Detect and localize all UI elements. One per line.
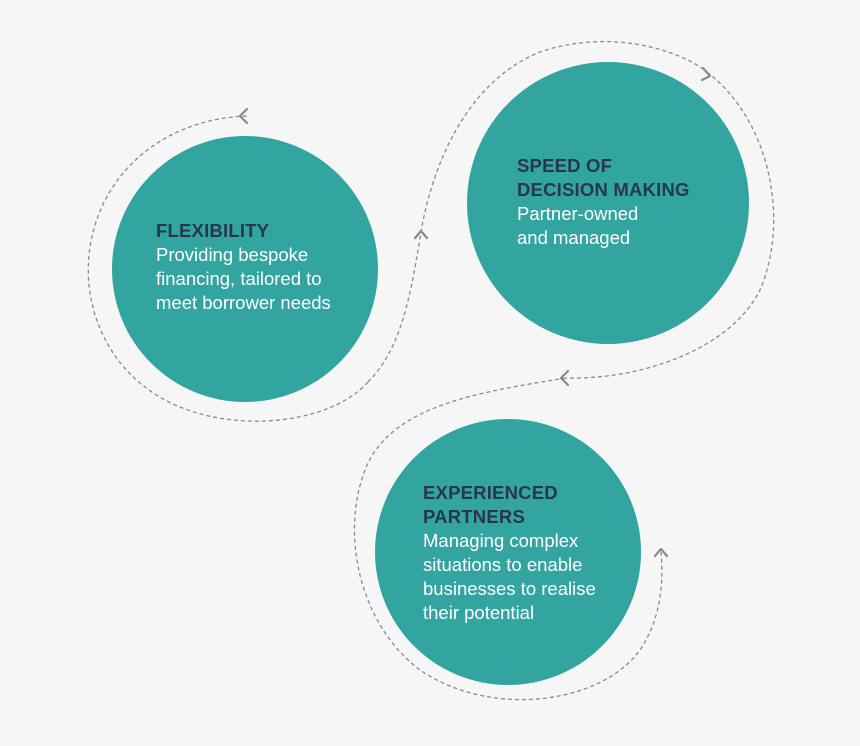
- flexibility-label: FLEXIBILITY Providing bespoke financing,…: [156, 219, 331, 315]
- experienced-line-1: Managing complex: [423, 530, 579, 551]
- experienced-partners-label: EXPERIENCED PARTNERS Managing complex si…: [423, 481, 596, 625]
- flexibility-line-3: meet borrower needs: [156, 292, 331, 313]
- connector-flexibility-to-speed: [367, 40, 708, 383]
- arrowhead-flexibility: [238, 107, 249, 125]
- connector-arc-speed: [565, 71, 775, 379]
- experienced-line-4: their potential: [423, 602, 535, 623]
- arrowhead-experienced: [653, 547, 669, 558]
- flexibility-line-1: Providing bespoke: [156, 244, 309, 265]
- experienced-title-line-2: PARTNERS: [423, 506, 525, 527]
- experienced-partners-circle: [375, 419, 641, 685]
- experienced-line-2: situations to enable: [423, 554, 583, 575]
- arrowhead-below-speed: [559, 369, 570, 387]
- flexibility-circle: [112, 136, 378, 402]
- speed-line-1: Partner-owned: [517, 203, 639, 224]
- speed-of-decision-circle: [467, 62, 749, 344]
- experienced-line-3: businesses to realise: [423, 578, 596, 599]
- speed-title-line-1: SPEED OF: [517, 155, 613, 176]
- arrowhead-speed: [700, 66, 712, 82]
- speed-line-2: and managed: [517, 227, 631, 248]
- experienced-title-line-1: EXPERIENCED: [423, 482, 558, 503]
- speed-of-decision-label: SPEED OF DECISION MAKING Partner-owned a…: [517, 154, 690, 250]
- arrowhead-up-left: [413, 229, 429, 240]
- speed-title-line-2: DECISION MAKING: [517, 179, 690, 200]
- flexibility-line-2: financing, tailored to: [156, 268, 322, 289]
- flexibility-title: FLEXIBILITY: [156, 220, 270, 241]
